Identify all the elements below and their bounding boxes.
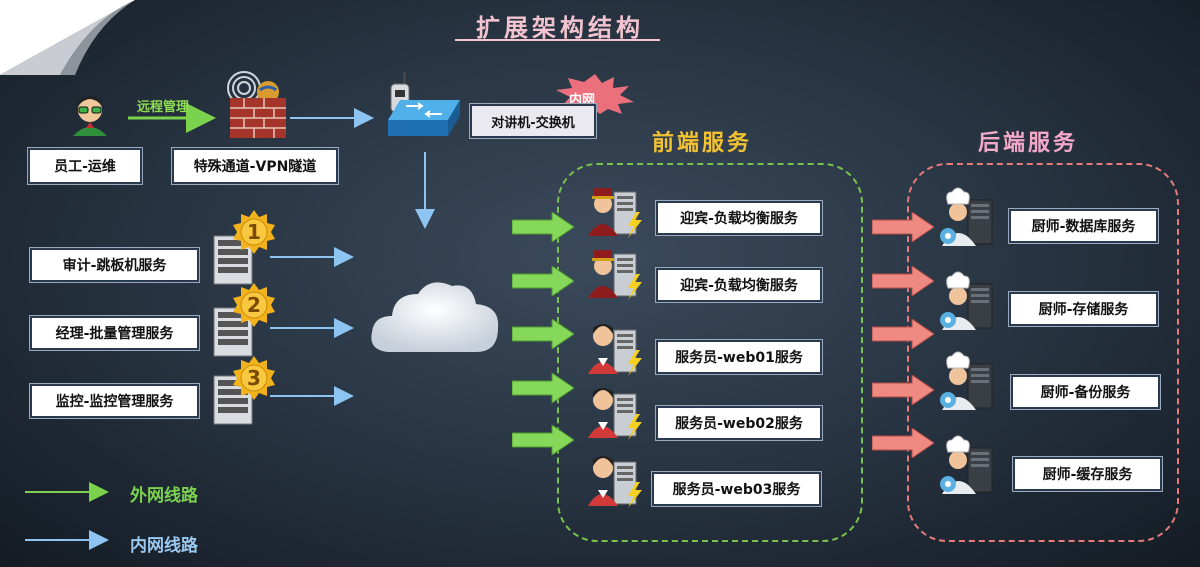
gold-badge-icon [233,283,275,327]
back-services-group [907,163,1179,542]
red-arrow-icon [872,428,934,458]
green-arrow-icon [512,373,574,403]
badge-number-3: 3 [247,366,261,390]
audit-label: 审计-跳板机服务 [30,248,199,282]
front-item-web01: 服务员-web01服务 [656,340,822,374]
chef-icon [940,351,993,410]
badge-number-2: 2 [247,293,261,317]
red-arrow-icon [872,319,934,349]
switch-label: 对讲机-交换机 [470,104,596,138]
ops-person-icon [73,96,107,136]
waiter-icon [588,388,642,440]
cloud-icon [371,282,499,352]
switch-icon [388,100,460,136]
batch-label: 经理-批量管理服务 [30,316,199,350]
title-underline [455,39,660,41]
green-arrow-icon [512,319,574,349]
remote-mgmt-label: 远程管理 [137,100,190,115]
gold-badge-icon [233,210,275,254]
receptionist-icon [588,188,642,238]
chef-icon [940,271,993,330]
red-arrow-icon [872,266,934,296]
legend-external: 外网线路 [130,486,198,506]
vpn-label: 特殊通道-VPN隧道 [172,148,338,184]
firewall-icon [230,98,286,138]
page-title: 扩展架构结构 [476,14,644,42]
legend-internal: 内网线路 [130,536,198,556]
red-arrow-icon [872,212,934,242]
green-arrow-icon [512,212,574,242]
back-item-database: 厨师-数据库服务 [1009,209,1158,243]
front-services-group [557,163,863,542]
receptionist-icon [588,250,642,300]
page-curl-icon [0,0,135,75]
waiter-icon [588,456,642,508]
back-item-storage: 厨师-存储服务 [1009,292,1158,326]
chef-icon [940,187,993,246]
red-arrow-icon [872,375,934,405]
badge-number-1: 1 [247,220,261,244]
front-item-web03: 服务员-web03服务 [652,472,821,506]
front-item-lb2: 迎宾-负载均衡服务 [656,268,822,302]
chef-icon [940,435,993,494]
back-item-cache: 厨师-缓存服务 [1013,457,1162,491]
server-icon [213,235,253,285]
back-item-backup: 厨师-备份服务 [1011,375,1160,409]
green-arrow-icon [512,266,574,296]
gold-badge-icon [233,356,275,400]
front-services-title: 前端服务 [652,131,753,156]
green-arrow-icon [512,425,574,455]
front-item-web02: 服务员-web02服务 [656,406,822,440]
back-services-title: 后端服务 [978,131,1079,156]
front-item-lb1: 迎宾-负载均衡服务 [656,201,822,235]
ops-label: 员工-运维 [28,148,142,184]
waiter-icon [588,324,642,376]
monitor-label: 监控-监控管理服务 [30,384,199,418]
